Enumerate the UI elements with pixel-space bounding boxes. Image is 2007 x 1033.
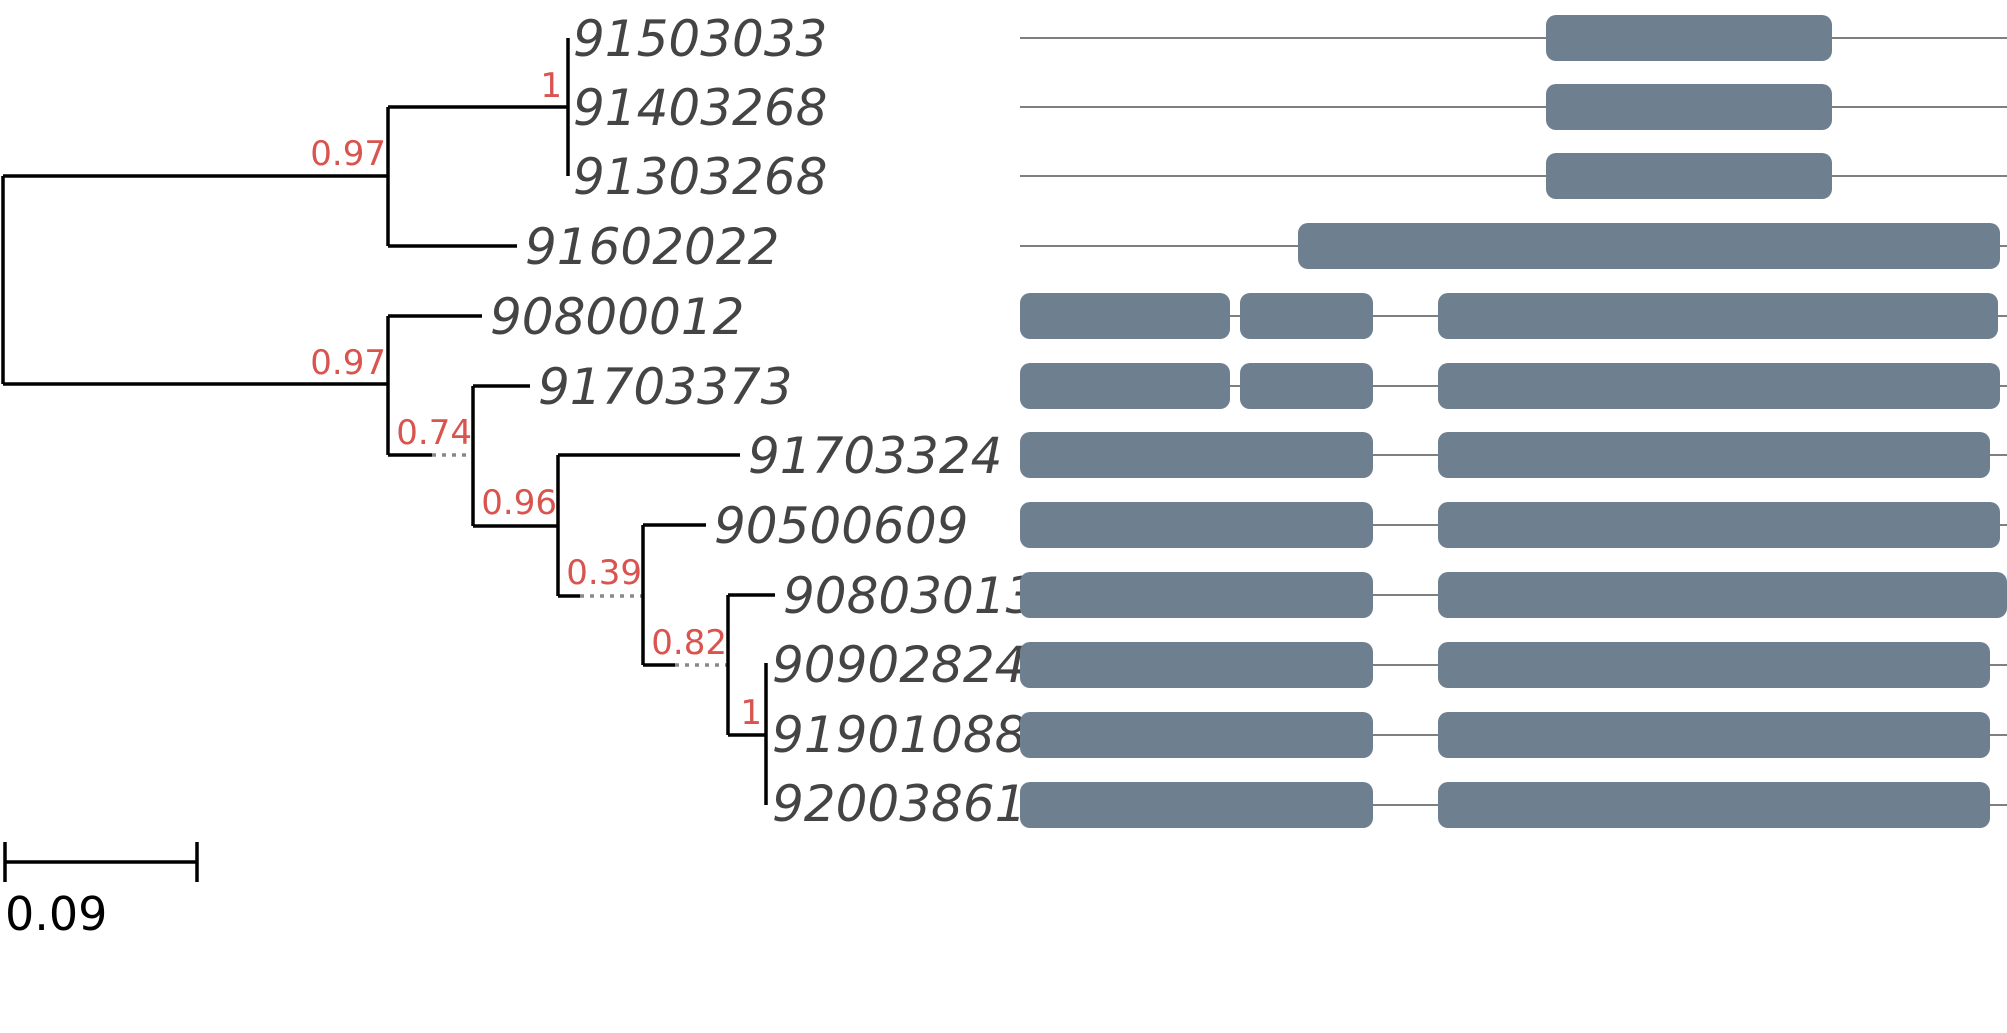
- support-value: 0.97: [310, 134, 386, 174]
- domain-block: [1438, 363, 2000, 409]
- support-value: 1: [540, 66, 562, 106]
- scale-bar-line: [3, 842, 199, 882]
- domain-block: [1020, 432, 1373, 478]
- domain-block: [1546, 15, 1832, 61]
- leaf-label-92003861: 92003861: [772, 775, 1027, 833]
- domain-block: [1438, 432, 1990, 478]
- support-value: 0.39: [566, 553, 642, 593]
- domain-block: [1020, 363, 1230, 409]
- domain-block: [1298, 223, 2000, 269]
- leaf-label-91303268: 91303268: [573, 148, 828, 206]
- support-value: 1: [740, 693, 762, 733]
- domain-block: [1020, 642, 1373, 688]
- domain-block: [1546, 84, 1832, 130]
- domain-block: [1020, 712, 1373, 758]
- leaf-label-91403268: 91403268: [573, 79, 828, 137]
- tree-branches: [1, 38, 775, 805]
- leaf-labels: 91503033 91403268 91303268 91602022 9080…: [490, 10, 1038, 833]
- leaf-label-91901088: 91901088: [772, 706, 1027, 764]
- support-value: 0.97: [310, 343, 386, 383]
- domain-tracks: [1020, 15, 2007, 828]
- support-value: 0.74: [396, 413, 472, 453]
- leaf-label-90500609: 90500609: [714, 497, 969, 555]
- leaf-label-90800012: 90800012: [490, 288, 745, 346]
- leaf-label-90803013: 90803013: [783, 567, 1038, 625]
- leaf-label-91503033: 91503033: [573, 10, 828, 68]
- domain-block: [1240, 293, 1373, 339]
- support-value: 0.82: [651, 623, 727, 663]
- support-value: 0.96: [481, 483, 557, 523]
- domain-block: [1438, 642, 1990, 688]
- leaf-label-90902824: 90902824: [772, 636, 1027, 694]
- leaf-label-91602022: 91602022: [525, 218, 780, 276]
- domain-block: [1020, 293, 1230, 339]
- domain-block: [1438, 712, 1990, 758]
- domain-block: [1438, 572, 2007, 618]
- leaf-label-91703324: 91703324: [748, 427, 1003, 485]
- scale-bar-label: 0.09: [5, 887, 107, 941]
- domain-block: [1438, 502, 2000, 548]
- domain-block: [1546, 153, 1832, 199]
- domain-block: [1020, 572, 1373, 618]
- domain-block: [1438, 293, 1998, 339]
- scale-bar: 0.09: [3, 842, 199, 941]
- support-values: 1 0.97 0.97 0.74 0.96 0.39 0.82 1: [310, 66, 762, 733]
- domain-block: [1240, 363, 1373, 409]
- domain-block: [1020, 782, 1373, 828]
- domain-block: [1438, 782, 1990, 828]
- domain-block: [1020, 502, 1373, 548]
- leaf-label-91703373: 91703373: [538, 358, 793, 416]
